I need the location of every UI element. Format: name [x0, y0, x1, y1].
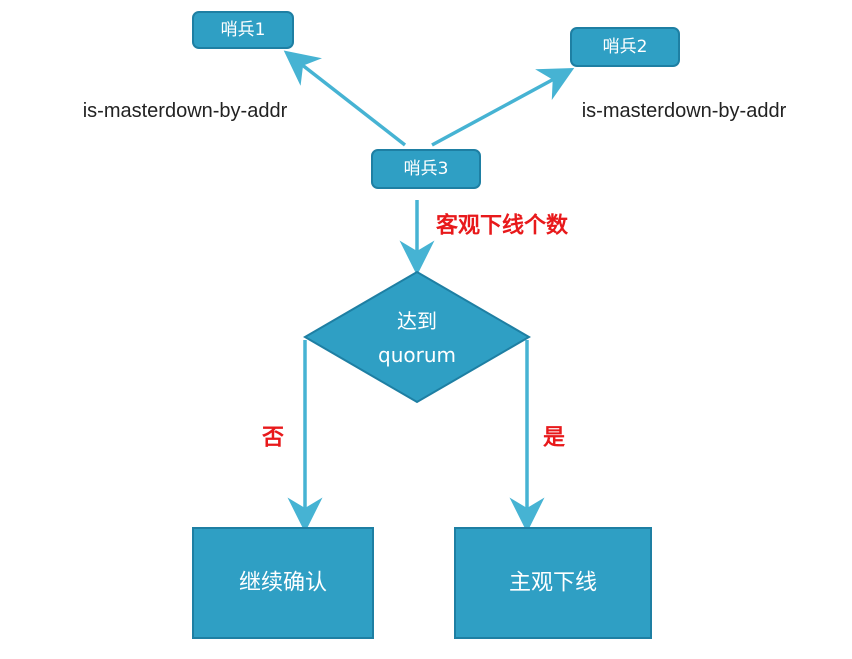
node-continue-confirm-box [192, 527, 374, 639]
node-sentinel1-label: 哨兵1 [221, 20, 266, 40]
node-decision-quorum: 达到 quorum [303, 270, 531, 404]
node-sentinel3: 哨兵3 [371, 149, 481, 189]
node-subjective-down-box [454, 527, 652, 639]
node-subjective-down: 主观下线 [454, 527, 652, 639]
edge-label-no: 否 [261, 426, 284, 451]
node-sentinel1-box [192, 11, 294, 49]
node-continue-confirm-label: 继续确认 [239, 571, 327, 596]
node-continue-confirm: 继续确认 [192, 527, 374, 639]
arrow-sentinel3-to-sentinel1 [283, 50, 407, 147]
node-sentinel1: 哨兵1 [192, 11, 294, 49]
arrow-sentinel3-to-sentinel2 [431, 68, 575, 147]
node-decision-label-line1: 达到 [397, 309, 437, 333]
node-sentinel2: 哨兵2 [570, 27, 680, 67]
edge-label-left-command: is-masterdown-by-addr [83, 100, 288, 122]
node-sentinel3-label: 哨兵3 [404, 159, 449, 179]
node-decision-label-line2: quorum [378, 343, 456, 367]
node-sentinel2-label: 哨兵2 [603, 37, 648, 57]
node-sentinel2-box [570, 27, 680, 67]
connectors [283, 50, 575, 533]
edge-label-yes: 是 [543, 426, 565, 451]
node-sentinel3-box [371, 149, 481, 189]
node-subjective-down-label: 主观下线 [509, 571, 597, 596]
edge-label-right-command: is-masterdown-by-addr [582, 100, 787, 122]
node-decision-diamond [303, 270, 531, 404]
edge-label-objective-down-count: 客观下线个数 [436, 213, 569, 239]
